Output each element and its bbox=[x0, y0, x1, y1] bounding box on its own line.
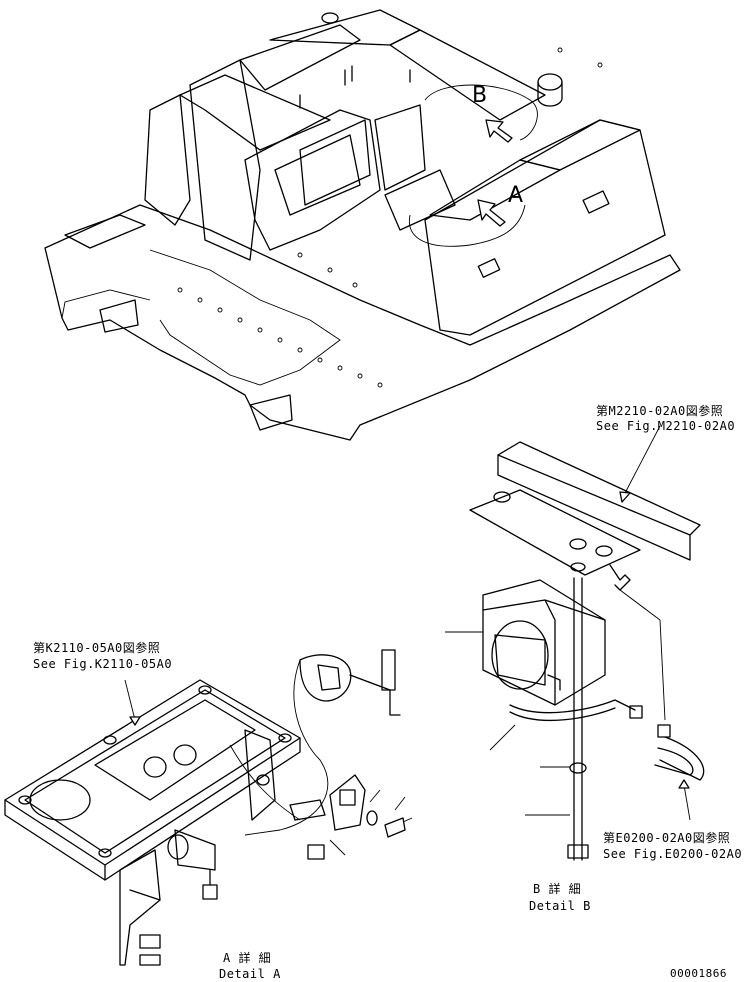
view-arrow-a bbox=[477, 199, 506, 227]
detail-b-caption-jp: B 詳 細 bbox=[533, 882, 582, 896]
callout-m2210-en: See Fig.M2210-02A0 bbox=[596, 419, 736, 433]
detail-a-caption-jp: A 詳 細 bbox=[223, 951, 272, 965]
view-arrow-b bbox=[485, 119, 513, 143]
drawing-number: 00001866 bbox=[670, 967, 727, 980]
frame-bolt-holes bbox=[177, 47, 603, 388]
revolving-frame bbox=[44, 9, 681, 441]
callout-e0200-jp: 第E0200-02A0図参照 bbox=[603, 831, 731, 845]
callout-m2210-jp: 第M2210-02A0図参照 bbox=[596, 404, 724, 418]
detail-a-drawing bbox=[4, 649, 413, 966]
detail-b-drawing bbox=[445, 425, 705, 861]
detail-a-caption-en: Detail A bbox=[219, 967, 281, 981]
view-letter-a: A bbox=[508, 183, 524, 208]
callout-k2110-en: See Fig.K2110-05A0 bbox=[33, 657, 173, 671]
callout-e0200-en: See Fig.E0200-02A0 bbox=[603, 847, 743, 861]
view-letter-b: B bbox=[472, 83, 488, 108]
detail-b-caption-en: Detail B bbox=[529, 899, 591, 913]
callout-k2110-jp: 第K2110-05A0図参照 bbox=[33, 641, 161, 655]
